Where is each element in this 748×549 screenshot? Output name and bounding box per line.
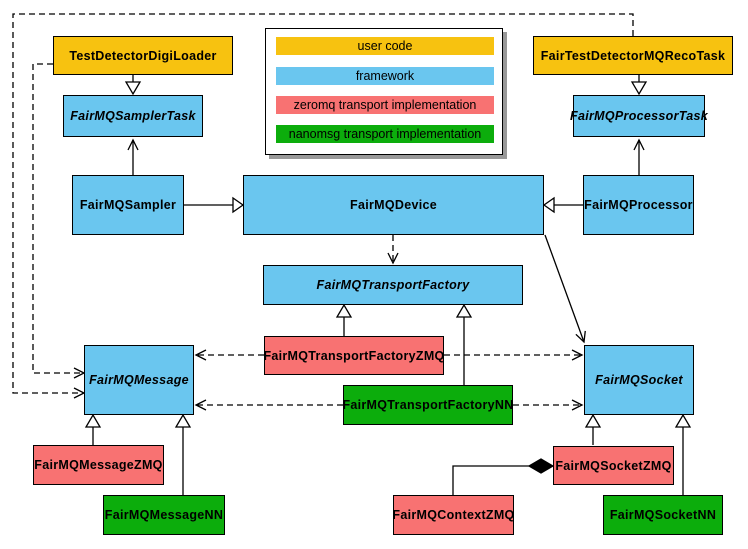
node-fairmqsampler: FairMQSampler (72, 175, 184, 235)
node-fairmqprocessor: FairMQProcessor (583, 175, 694, 235)
inheritance-edges (84, 75, 692, 495)
edge-recotask-to-message (12, 13, 634, 399)
node-fairmqcontextzmq: FairMQContextZMQ (392, 495, 514, 535)
node-testdetectordigiloader: TestDetectorDigiLoader (53, 36, 233, 75)
node-fairmqsocketnn: FairMQSocketNN (603, 495, 723, 535)
node-fairmqsocketzmq: FairMQSocketZMQ (553, 446, 674, 485)
node-fairmqprocessortask: FairMQProcessorTask (570, 95, 708, 137)
node-fairmqtransportfactory: FairMQTransportFactory (263, 265, 523, 305)
edge-digiloader-to-message (32, 63, 86, 379)
legend-item-zeromq: zeromq transport implementation (276, 96, 494, 114)
legend-item-nanomsg: nanomsg transport implementation (276, 125, 494, 143)
legend-item-framework: framework (276, 67, 494, 85)
legend-label: user code (357, 39, 413, 53)
legend-box: user code framework zeromq transport imp… (265, 28, 503, 155)
composition-edge (452, 458, 555, 495)
association-edges (127, 138, 645, 344)
node-fairmqsamplertask: FairMQSamplerTask (63, 95, 203, 137)
edge-device-to-socket (544, 234, 586, 344)
node-fairtestdetectormqrecotask: FairTestDetectorMQRecoTask (533, 36, 733, 75)
legend-label: zeromq transport implementation (293, 98, 477, 112)
legend-label: nanomsg transport implementation (288, 127, 482, 141)
dependency-edges (12, 13, 634, 411)
node-fairmqmessagezmq: FairMQMessageZMQ (33, 445, 164, 485)
node-fairmqtransportfactorynn: FairMQTransportFactoryNN (342, 385, 513, 425)
legend-label: framework (355, 69, 415, 83)
node-fairmqmessagenn: FairMQMessageNN (103, 495, 225, 535)
node-fairmqdevice: FairMQDevice (243, 175, 544, 235)
node-fairmqmessage: FairMQMessage (84, 345, 194, 415)
node-fairmqtransportfactoryzmq: FairMQTransportFactoryZMQ (263, 336, 444, 375)
legend-item-user-code: user code (276, 37, 494, 55)
node-fairmqsocket: FairMQSocket (584, 345, 694, 415)
